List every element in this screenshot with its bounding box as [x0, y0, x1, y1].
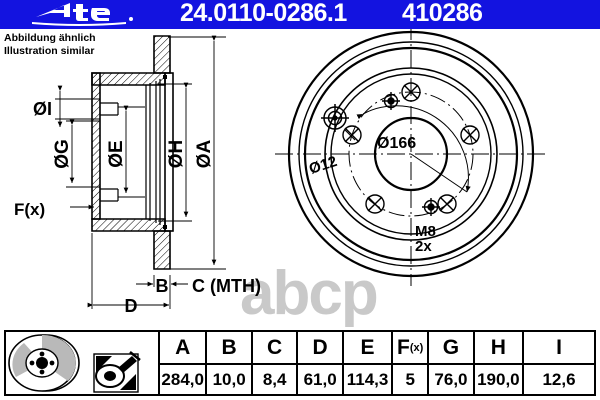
table-column-a: A 284,0 — [158, 332, 206, 394]
note-line-en: Illustration similar — [4, 45, 95, 57]
label-dia-i: ØI — [33, 99, 52, 119]
table-value-g: 76,0 — [434, 369, 468, 389]
label-thread-qty: 2x — [415, 238, 432, 255]
ate-logo — [30, 2, 160, 27]
table-header-f-sub: (x) — [409, 341, 424, 354]
brake-disc-photo — [8, 334, 141, 393]
label-dim-d: D — [125, 296, 138, 316]
table-column-f: F(x) 5 — [391, 332, 428, 394]
table-header-b: B — [207, 332, 251, 365]
m8-threaded-holes — [382, 92, 440, 216]
table-header-g: G — [429, 332, 473, 365]
label-f-x: F(x) — [14, 200, 45, 219]
label-dia-g: ØG — [52, 139, 73, 169]
label-dim-b: B — [156, 276, 169, 296]
illustration-note: Abbildung ähnlich Illustration similar — [4, 32, 96, 58]
table-header-c: C — [252, 332, 297, 365]
label-f-x-text: F(x) — [14, 200, 45, 219]
table-value-e: 114,3 — [346, 369, 389, 389]
technical-drawing: ØI ØG ØE ØH ØA F(x) — [14, 29, 547, 316]
label-dia-h: ØH — [166, 140, 187, 169]
table-header-f-letter: F — [397, 335, 410, 359]
cross-section-view: ØI ØG ØE ØH ØA F(x) — [14, 35, 261, 316]
label-dia-e: ØE — [106, 140, 127, 167]
watermark: abcp — [240, 259, 379, 328]
table-value-d: 61,0 — [303, 369, 337, 389]
part-number: 24.0110-0286.1 — [180, 0, 347, 27]
table-column-c: C 8,4 — [250, 332, 297, 394]
table-value-b: 10,0 — [212, 369, 246, 389]
table-header-a: A — [160, 332, 206, 365]
table-column-h: H 190,0 — [472, 332, 522, 394]
front-view: Ø12 Ø166 M8 2x — [275, 29, 547, 286]
pilot-hole-12 — [321, 104, 349, 132]
table-value-f: 5 — [405, 369, 415, 389]
table-column-i: I 12,6 — [522, 332, 594, 394]
table-header-i: I — [524, 332, 594, 365]
table-column-e: E 114,3 — [341, 332, 392, 394]
table-header-d: D — [298, 332, 342, 365]
table-value-i: 12,6 — [542, 369, 576, 389]
table-column-d: D 61,0 — [296, 332, 342, 394]
label-bolt-circle: Ø166 — [377, 135, 416, 152]
table-column-g: G 76,0 — [427, 332, 473, 394]
table-header-e: E — [343, 332, 392, 365]
reference-number: 410286 — [402, 0, 483, 27]
header-bar: 24.0110-0286.1 410286 — [0, 0, 600, 29]
note-line-de: Abbildung ähnlich — [4, 32, 96, 44]
table-column-b: B 10,0 — [205, 332, 251, 394]
label-hole-dia: Ø12 — [307, 153, 339, 178]
table-header-f: F(x) — [393, 332, 428, 365]
table-value-a: 284,0 — [161, 369, 204, 389]
table-value-c: 8,4 — [262, 369, 287, 389]
table-header-h: H — [474, 332, 522, 365]
label-dim-c: C (MTH) — [192, 276, 261, 296]
table-image-cell — [6, 332, 158, 394]
label-thread: M8 — [415, 223, 436, 240]
dimensions-table: A 284,0 B 10,0 C 8,4 D 61,0 E 114,3 F(x)… — [4, 330, 596, 396]
table-value-h: 190,0 — [477, 369, 520, 389]
label-dia-a: ØA — [194, 139, 215, 168]
disc-measuring-tool-icon — [93, 351, 141, 393]
